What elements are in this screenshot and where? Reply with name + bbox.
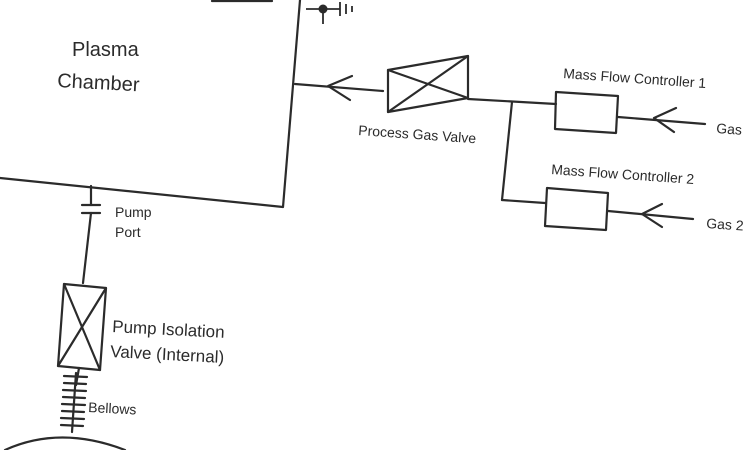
gas1-label: Gas bbox=[716, 120, 743, 138]
mfc2-label: Mass Flow Controller 2 bbox=[551, 161, 695, 187]
pump-isolation-label-line2: Valve (Internal) bbox=[110, 342, 225, 367]
process-gas-valve-label: Process Gas Valve bbox=[358, 122, 477, 146]
pump-isolation-label-line1: Pump Isolation bbox=[112, 317, 225, 342]
chamber-label-line2: Chamber bbox=[57, 70, 141, 96]
bellows bbox=[59, 371, 89, 434]
bellows-label: Bellows bbox=[88, 399, 137, 418]
ground-node bbox=[306, 2, 353, 24]
plasma-chamber bbox=[0, 0, 302, 209]
pump-port bbox=[80, 184, 102, 285]
process-gas-valve bbox=[386, 54, 470, 114]
pump-isolation-valve bbox=[56, 282, 108, 387]
mfc1-label: Mass Flow Controller 1 bbox=[563, 65, 707, 91]
chamber-inlet-line bbox=[293, 74, 385, 102]
gas2-label: Gas 2 bbox=[706, 215, 745, 234]
pump-port-label-line1: Pump bbox=[115, 204, 152, 220]
gas-manifold bbox=[466, 97, 558, 205]
pump-port-label-line2: Port bbox=[115, 224, 141, 240]
chamber-label-line1: Plasma bbox=[72, 39, 140, 61]
mass-flow-controller-1 bbox=[553, 90, 707, 135]
pump-body bbox=[3, 436, 127, 452]
mass-flow-controller-2 bbox=[543, 186, 695, 232]
